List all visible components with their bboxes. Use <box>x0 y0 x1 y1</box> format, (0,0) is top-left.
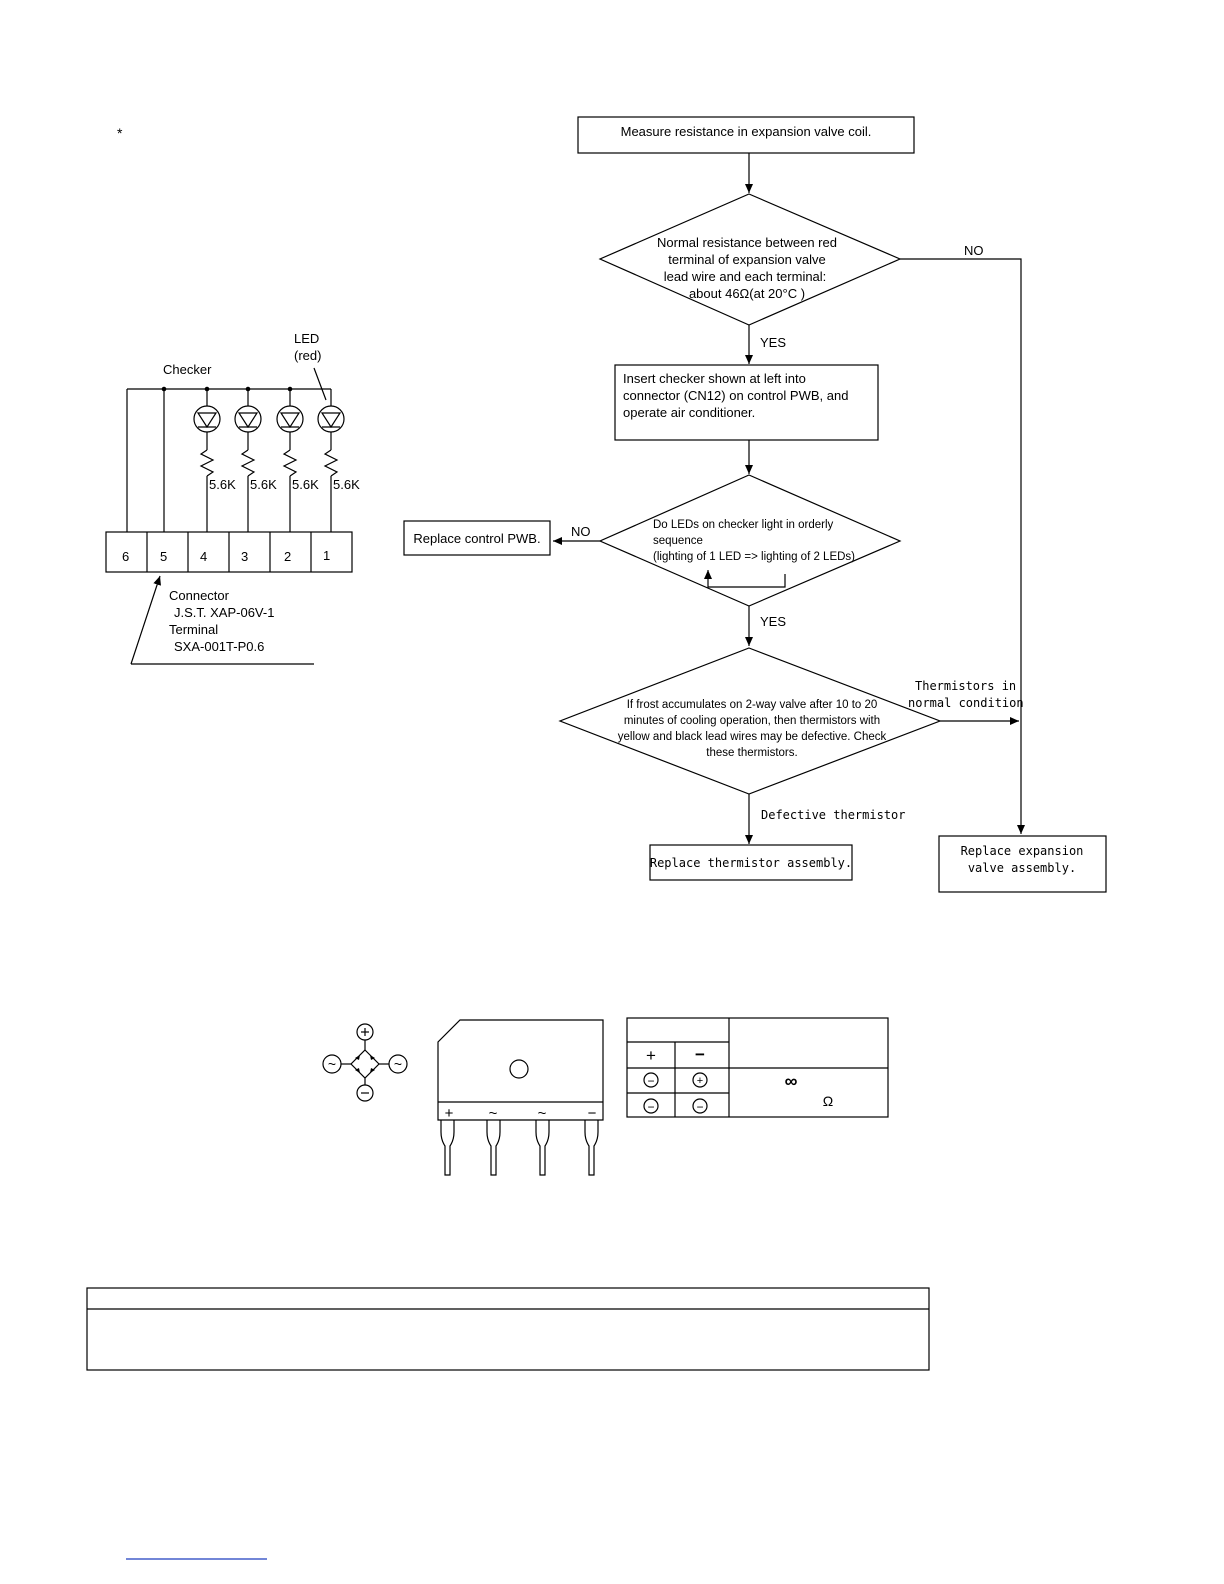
led-branch-1 <box>193 389 221 532</box>
flow-step-replace-thermistor <box>649 844 853 881</box>
connector-callout-arrow <box>130 575 161 665</box>
package-lead <box>535 1120 550 1176</box>
decision-text: Normal resistance between red <box>657 235 837 250</box>
pin-label: 1 <box>323 548 330 563</box>
decision-text: about 46Ω(at 20°C ) <box>689 286 805 301</box>
decision-text: yellow and black lead wires may be defec… <box>618 731 887 743</box>
bridge-rectifier-symbol: ~ ~ <box>322 1023 408 1102</box>
resistor-icon <box>199 449 215 477</box>
resistor-icon <box>282 449 298 477</box>
package-pin-label: ~ <box>538 1105 547 1122</box>
pin-label: 4 <box>200 549 207 564</box>
replace-valve-text: Replace expansion <box>961 844 1084 858</box>
checker-circuit: Checker LED (red) <box>105 331 360 665</box>
flow-no-branch-line <box>900 258 1025 834</box>
decision-text: If frost accumulates on 2-way valve afte… <box>627 699 878 711</box>
pin-label: 3 <box>241 549 248 564</box>
decision-text: lead wire and each terminal: <box>664 269 827 284</box>
yes-label: YES <box>760 614 786 629</box>
no-label: NO <box>571 524 591 539</box>
replace-valve-text: valve assembly. <box>968 861 1076 875</box>
decision-text: terminal of expansion valve <box>668 252 826 267</box>
led-pointer-line <box>313 367 327 401</box>
thermistors-normal-text: normal condition <box>908 696 1024 710</box>
diode-bridge-icon <box>350 1049 380 1079</box>
decision-text: sequence <box>653 535 703 547</box>
note-box <box>86 1287 930 1371</box>
led-branch-4 <box>317 389 345 532</box>
led-label-line2: (red) <box>294 348 321 363</box>
asterisk-mark: * <box>117 125 123 141</box>
package-lead <box>440 1120 455 1176</box>
bridge-test-table: + − − + − − ∞ Ω <box>626 1017 889 1118</box>
connector-text: SXA-001T-P0.6 <box>174 639 264 654</box>
led-branch-3 <box>276 389 304 532</box>
flow-step-replace-pwb <box>403 520 551 556</box>
package-pin-label: + <box>445 1105 454 1122</box>
decision-text: Do LEDs on checker light in orderly <box>653 519 833 531</box>
flow-step-measure-text: Measure resistance in expansion valve co… <box>621 124 872 139</box>
table-cell-circle-icon <box>643 1098 659 1114</box>
package-pin-label: ~ <box>489 1105 498 1122</box>
ac-glyph: ~ <box>394 1056 402 1072</box>
connector-text: Connector <box>169 588 230 603</box>
step-text: Insert checker shown at left into <box>623 371 806 386</box>
decision-text: these thermistors. <box>706 747 797 759</box>
junction-dot <box>161 386 167 392</box>
flowchart: Measure resistance in expansion valve co… <box>403 116 1107 893</box>
resistor-value: 5.6K <box>209 477 236 492</box>
checker-title: Checker <box>163 362 212 377</box>
yes-label: YES <box>760 335 786 350</box>
connector-text: Terminal <box>169 622 218 637</box>
resistor-value: 5.6K <box>292 477 319 492</box>
decision-text: (lighting of 1 LED => lighting of 2 LEDs… <box>653 551 855 563</box>
resistor-icon <box>240 449 256 477</box>
replace-pwb-text: Replace control PWB. <box>413 531 540 546</box>
table-cell-circle-icon <box>692 1098 708 1114</box>
connector-text: J.S.T. XAP-06V-1 <box>174 605 274 620</box>
table-cell: − <box>696 1100 703 1114</box>
no-label: NO <box>964 243 984 258</box>
flow-step-measure <box>577 116 915 154</box>
pin-label: 2 <box>284 549 291 564</box>
table-cell-circle-icon <box>643 1072 659 1088</box>
table-header-cell: − <box>695 1045 705 1064</box>
mounting-hole-icon <box>509 1059 529 1079</box>
package-pin-label: − <box>588 1105 597 1122</box>
table-value-ohm: Ω <box>823 1093 833 1109</box>
flow-decision-leds <box>598 474 902 607</box>
resistor-value: 5.6K <box>333 477 360 492</box>
note-box-frame <box>86 1287 930 1371</box>
decision-text: minutes of cooling operation, then therm… <box>624 715 880 727</box>
table-value-infinity: ∞ <box>785 1071 798 1091</box>
package-lead <box>486 1120 501 1176</box>
table-header-cell: + <box>646 1046 656 1065</box>
sequence-loop-arrow <box>704 570 786 588</box>
pin-label: 5 <box>160 549 167 564</box>
step-text: connector (CN12) on control PWB, and <box>623 388 848 403</box>
led-branch-2 <box>234 389 262 532</box>
package-body <box>437 1019 604 1121</box>
thermistors-normal-text: Thermistors in <box>915 679 1016 693</box>
defective-label: Defective thermistor <box>761 808 906 822</box>
pin-label: 6 <box>122 549 129 564</box>
resistor-icon <box>323 449 339 477</box>
table-cell: − <box>647 1074 654 1088</box>
led-label-line1: LED <box>294 331 319 346</box>
step-text: operate air conditioner. <box>623 405 755 420</box>
table-cell-circle-icon <box>692 1072 708 1088</box>
table-cell: − <box>647 1100 654 1114</box>
resistor-value: 5.6K <box>250 477 277 492</box>
bridge-rectifier-package: + ~ ~ − <box>437 1019 604 1176</box>
replace-thermistor-text: Replace thermistor assembly. <box>650 856 852 870</box>
flow-step-insert-checker <box>614 364 879 441</box>
ac-glyph: ~ <box>328 1056 336 1072</box>
package-lead <box>584 1120 599 1176</box>
flow-step-replace-valve <box>938 835 1107 893</box>
table-cell: + <box>697 1075 703 1087</box>
